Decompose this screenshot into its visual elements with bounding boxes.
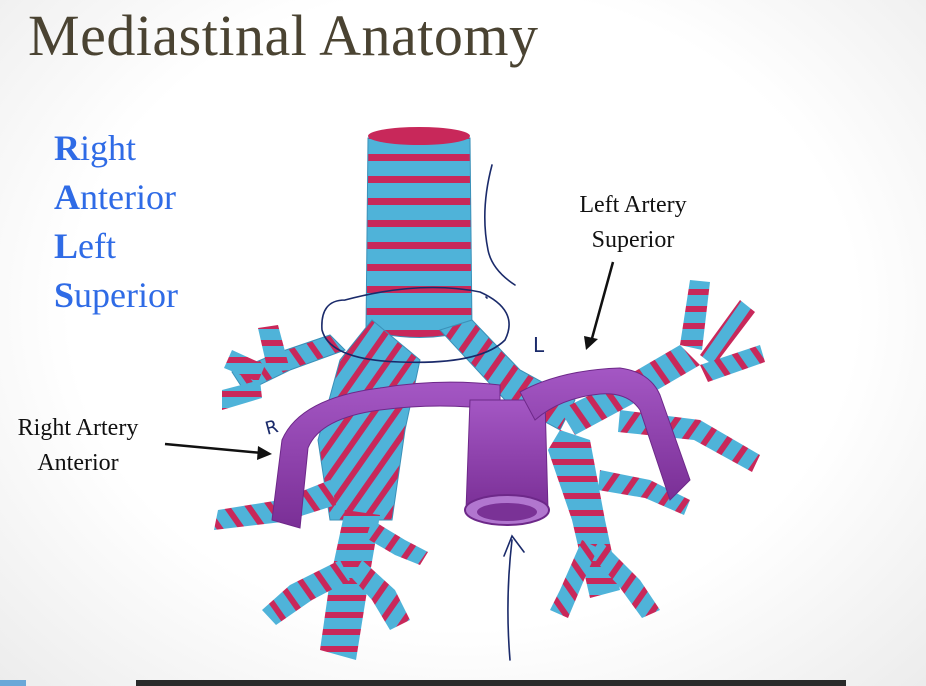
corner-indicator [0, 680, 26, 686]
right-upper-segment-3 [224, 350, 265, 382]
right-artery-arrow [164, 442, 272, 460]
right-lower-segment-2 [352, 560, 410, 630]
mnemonic-item-superior: Superior [54, 275, 178, 315]
right-upper-segment-2 [222, 380, 262, 410]
left-pulmonary-artery [519, 367, 691, 501]
pen-arrow-bottom [503, 534, 525, 661]
pen-annotations [321, 164, 525, 661]
mnemonic-list: Right Anterior Left Superior [54, 124, 178, 320]
label-right-artery-anterior: Right Artery Anterior [17, 415, 139, 476]
left-upper-segment-2 [700, 300, 755, 366]
mnemonic-item-left: Left [54, 226, 116, 266]
pen-dot [485, 296, 488, 299]
trachea-top-ring [368, 127, 470, 145]
pulmonary-trunk-lumen [477, 503, 537, 521]
right-lower-segment-1 [262, 560, 350, 625]
left-upper-segment-3 [700, 345, 765, 382]
left-lower-segment-2 [550, 540, 598, 618]
left-artery-arrow [584, 261, 615, 350]
right-lower-segment-3 [366, 520, 428, 565]
right-upper-segment-1 [258, 325, 290, 372]
pen-circle-carina [321, 286, 510, 364]
slide-title: Mediastinal Anatomy [28, 3, 539, 68]
right-pulmonary-artery [271, 381, 501, 529]
left-lower-segment-3 [598, 470, 690, 515]
left-lower-segment-1 [590, 540, 660, 618]
right-lower-lobe-bronchus [320, 510, 380, 660]
pen-letter-r: R [263, 416, 281, 440]
trachea [365, 131, 473, 338]
player-control-bar [136, 680, 846, 686]
mnemonic-item-anterior: Anterior [54, 177, 176, 217]
left-lingula-bronchus [618, 410, 760, 472]
label-left-artery-superior: Left Artery Superior [579, 192, 687, 253]
pen-stroke-vertical [484, 164, 516, 286]
pen-letter-l: L [533, 333, 545, 357]
left-upper-segment-1 [680, 280, 710, 350]
mnemonic-item-right: Right [54, 128, 137, 168]
